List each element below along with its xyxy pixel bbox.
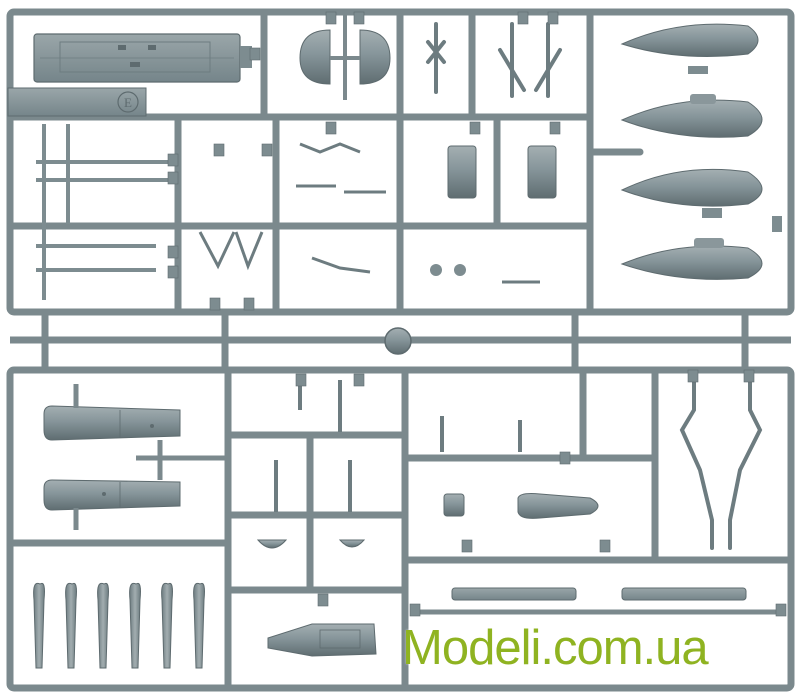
engine-nacelle-part — [620, 23, 782, 280]
upper-sprue-frame — [6, 8, 795, 316]
main-gear-leg-part — [679, 378, 763, 550]
bomb-shackle-part — [256, 493, 465, 549]
canopy-halves-part — [299, 12, 391, 100]
linkage-parts — [198, 142, 540, 284]
bomb-part — [517, 493, 599, 519]
cockpit-floor-part — [267, 623, 377, 657]
undercarriage-leg-part — [430, 145, 557, 276]
sprue-center-hub — [384, 327, 412, 355]
small-fittings-part — [274, 380, 522, 512]
propeller-blade-parts — [33, 582, 205, 669]
watermark-text: Modeli.com.ua — [402, 621, 709, 675]
part-number-tags-lower — [295, 369, 787, 617]
part-number-tags-upper — [167, 11, 561, 311]
svg-text:E: E — [124, 95, 132, 110]
cowling-panel-part — [43, 405, 181, 511]
landing-gear-struts-part — [426, 22, 562, 98]
flap-strip-part — [414, 587, 786, 615]
rod-parts-lower — [73, 384, 228, 530]
lower-sprue-frame — [6, 366, 795, 692]
fuselage-panel-part — [33, 33, 252, 83]
transparent-stand-part: E — [7, 87, 147, 117]
rod-parts — [36, 124, 168, 300]
